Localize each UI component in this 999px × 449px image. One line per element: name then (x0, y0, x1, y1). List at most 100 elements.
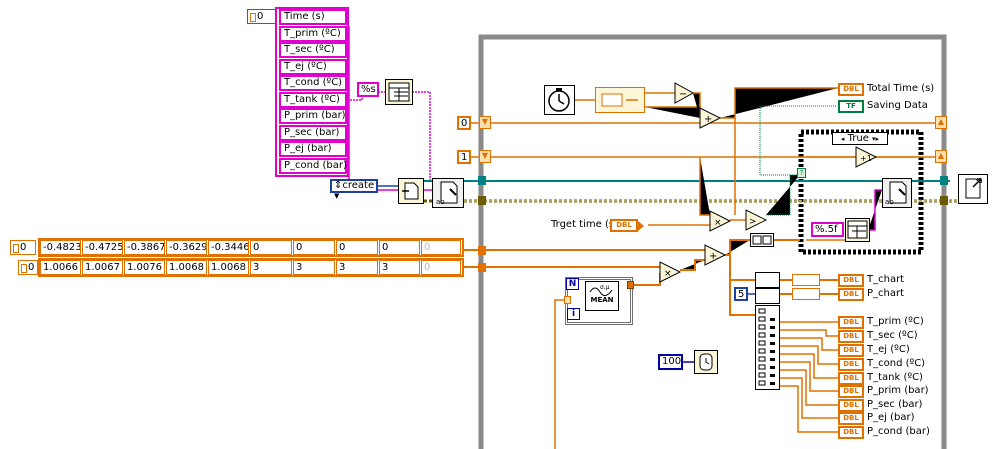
shift-register-left-0[interactable]: ▼ (479, 116, 491, 129)
shift-init-constant-1[interactable]: 1 (457, 150, 471, 164)
channel-label: P_sec (bar) (867, 399, 923, 410)
target-time-control[interactable]: DBL (610, 219, 638, 232)
shift-register-right-1[interactable]: ▲ (935, 150, 947, 163)
array-cell[interactable]: 0 (250, 240, 292, 255)
tunnel-error[interactable] (478, 196, 486, 205)
for-loop-i-terminal[interactable]: i (567, 308, 580, 320)
array-cell[interactable]: 0 (336, 240, 378, 255)
tunnel-refnum[interactable] (478, 176, 486, 185)
array-cell-empty[interactable]: 0 (421, 240, 461, 255)
svg-text:σ,μ: σ,μ (600, 284, 610, 291)
greater-node (745, 209, 768, 231)
label-cell[interactable]: T_cond (ºC) (279, 75, 347, 91)
label-cell[interactable]: Time (s) (279, 9, 347, 25)
mean-node[interactable]: σ,μ MEAN (585, 281, 619, 311)
svg-text:ab: ab (436, 198, 445, 206)
to-chart-t-node[interactable] (792, 274, 820, 286)
elapsed-time-node[interactable] (595, 87, 645, 113)
case-selector[interactable]: ◂ True ▾▸ (832, 132, 888, 145)
array-cell[interactable]: -0.4725 (82, 240, 123, 255)
label-cell[interactable]: T_prim (ºC) (279, 26, 347, 42)
total-time-indicator[interactable]: DBL (838, 83, 864, 96)
case-next-icon[interactable]: ▾▸ (872, 135, 880, 143)
case-write-file-node[interactable]: ab (882, 178, 912, 208)
t-chart-indicator[interactable]: DBL (838, 274, 864, 287)
write-text-file-node[interactable]: ab (432, 178, 464, 208)
array-cell[interactable]: -0.4823 (40, 240, 81, 255)
label-cell[interactable]: T_sec (ºC) (279, 42, 347, 58)
tunnel-refnum-out[interactable] (940, 176, 948, 185)
case-format-node[interactable] (845, 218, 870, 242)
channel-indicator[interactable]: DBL (838, 412, 864, 425)
label-cell[interactable]: P_sec (bar) (279, 125, 347, 141)
format-string-constant[interactable]: %s (357, 82, 379, 97)
array-cell[interactable]: 1.0066 (40, 260, 81, 275)
array-cell[interactable]: 1.0067 (82, 260, 123, 275)
for-loop-n-terminal[interactable]: N (566, 278, 579, 290)
array-cell[interactable]: 3 (250, 260, 292, 275)
shift-register-right-0[interactable]: ▲ (935, 116, 947, 129)
array-row2-index[interactable]: 0 (18, 260, 38, 275)
array-subset-p-node[interactable] (755, 288, 780, 304)
channel-indicator[interactable]: DBL (838, 344, 864, 357)
channel-label: T_ej (ºC) (867, 344, 910, 355)
array-cell[interactable]: 3 (293, 260, 335, 275)
array-cell[interactable]: 1.0068 (208, 260, 249, 275)
for-loop-tunnel-in[interactable] (564, 296, 571, 304)
array-cell[interactable]: -0.3867 (124, 240, 165, 255)
array-cell[interactable]: 3 (336, 260, 378, 275)
channel-label: T_sec (ºC) (867, 330, 918, 341)
label-cell[interactable]: P_cond (bar) (279, 158, 347, 174)
shift-register-left-1[interactable]: ▼ (479, 150, 491, 163)
saving-data-indicator[interactable]: TF (838, 100, 864, 113)
array-cell[interactable]: 0 (293, 240, 335, 255)
label-cell[interactable]: T_tank (ºC) (279, 92, 347, 108)
array-cell[interactable]: 0 (379, 240, 420, 255)
array-cell[interactable]: 3 (379, 260, 420, 275)
create-ring-constant[interactable]: ⇕create ▼ (330, 179, 378, 200)
case-format-constant[interactable]: %.5f (811, 222, 844, 237)
build-array-node[interactable] (750, 233, 774, 247)
for-loop-tunnel-out[interactable] (627, 281, 634, 289)
array-row1-index[interactable]: 0 (10, 240, 36, 255)
channel-indicator[interactable]: DBL (838, 330, 864, 343)
array-cell[interactable]: -0.3446 (208, 240, 249, 255)
ring-value: create (342, 180, 375, 191)
to-chart-p-node[interactable] (792, 288, 820, 300)
tick-count-node[interactable] (544, 85, 575, 115)
array-cell[interactable]: 1.0068 (166, 260, 207, 275)
array-cell-empty[interactable]: 0 (421, 260, 461, 275)
wait-constant[interactable]: 100 (658, 354, 683, 370)
saving-data-label: Saving Data (867, 100, 928, 111)
close-file-node[interactable] (958, 174, 988, 204)
channel-indicator[interactable]: DBL (838, 385, 864, 398)
tunnel-array-1[interactable] (478, 246, 486, 255)
array-subset-t-node[interactable] (755, 272, 780, 288)
label-cell[interactable]: P_prim (bar) (279, 108, 347, 124)
case-selector-value: True (847, 133, 869, 144)
array-cell[interactable]: -0.3629 (166, 240, 207, 255)
case-selector-terminal[interactable]: ? (797, 168, 806, 178)
index-array-node[interactable] (755, 305, 780, 390)
channel-indicator[interactable]: DBL (838, 372, 864, 385)
channel-indicator[interactable]: DBL (838, 316, 864, 329)
channel-indicator[interactable]: DBL (838, 399, 864, 412)
channel-indicator[interactable]: DBL (838, 426, 864, 439)
label-cell[interactable]: P_ej (bar) (279, 141, 347, 157)
case-prev-icon[interactable]: ◂ (840, 135, 845, 143)
channel-label: T_tank (ºC) (867, 372, 923, 383)
subset-length-constant[interactable]: 5 (734, 287, 748, 301)
target-time-label: Trget time (s) (551, 219, 618, 230)
channel-indicator[interactable]: DBL (838, 358, 864, 371)
format-into-string-node[interactable] (385, 79, 413, 105)
add-node (699, 107, 722, 129)
p-chart-indicator[interactable]: DBL (838, 288, 864, 301)
open-file-node[interactable] (398, 178, 424, 204)
array-cell[interactable]: 1.0076 (124, 260, 165, 275)
wait-ms-node[interactable] (694, 350, 718, 374)
label-cell[interactable]: T_ej (ºC) (279, 59, 347, 75)
tunnel-error-out[interactable] (940, 196, 948, 205)
tunnel-array-2[interactable] (478, 263, 486, 272)
shift-init-constant-0[interactable]: 0 (457, 116, 471, 130)
